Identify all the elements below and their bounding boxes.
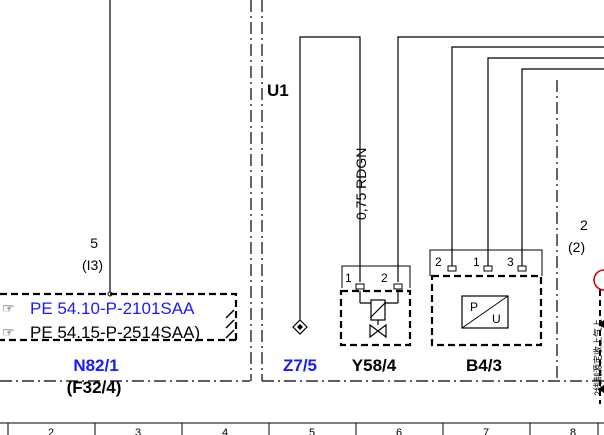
module-name-link[interactable]: N82/1 bbox=[73, 356, 118, 375]
sensor-symbol-top: P bbox=[470, 300, 478, 314]
grid-column-8: 8 bbox=[570, 427, 576, 435]
wire-label: 0,75 RDGN bbox=[353, 148, 369, 220]
connector-diamond-inner bbox=[297, 324, 303, 330]
grid-column-7: 7 bbox=[483, 427, 489, 435]
grid-column-3: 3 bbox=[135, 427, 141, 435]
valve-pin-terminal-2 bbox=[393, 283, 403, 290]
module-box-hatch bbox=[225, 309, 235, 339]
sensor-pin-terminal-2 bbox=[447, 265, 457, 272]
wire-valve-pin2 bbox=[397, 36, 604, 282]
area-label: U1 bbox=[267, 81, 289, 100]
sensor-symbol-bottom: U bbox=[492, 312, 501, 326]
pointing-hand-icon: ☞ bbox=[2, 300, 15, 316]
sensor-pin-terminal-1 bbox=[483, 265, 493, 272]
sensor-pin-2: 2 bbox=[435, 255, 442, 269]
valve-box bbox=[339, 289, 412, 347]
wire-sensor-pin3 bbox=[521, 68, 604, 266]
wire-z7-5 bbox=[299, 36, 361, 322]
sensor-box bbox=[430, 274, 543, 347]
module-alt-name: (F32/4) bbox=[67, 378, 122, 397]
wire-sensor-pin2 bbox=[451, 46, 604, 266]
grid-ticks bbox=[7, 423, 599, 435]
connector-name-link[interactable]: Z7/5 bbox=[283, 356, 317, 375]
right-box-edge bbox=[593, 269, 604, 291]
left-pin-number: 5 bbox=[90, 235, 98, 251]
right-pin-number: 2 bbox=[580, 217, 588, 233]
sensor-connector-outline bbox=[429, 249, 543, 276]
pressure-sensor-icon: P U bbox=[461, 295, 509, 329]
solenoid-valve-icon bbox=[359, 291, 399, 339]
arrow-icon bbox=[598, 385, 604, 393]
grid-column-6: 6 bbox=[396, 427, 402, 435]
grid-column-5: 5 bbox=[309, 427, 315, 435]
sensor-pin-3: 3 bbox=[507, 255, 514, 269]
reference-link-2[interactable]: ☞ PE 54.15-P-2514SAA) bbox=[2, 323, 200, 342]
grid-column-4: 4 bbox=[222, 427, 228, 435]
valve-pin-2: 2 bbox=[381, 271, 388, 285]
right-pin-code: (2) bbox=[568, 239, 585, 255]
sensor-pin-terminal-3 bbox=[517, 265, 527, 272]
grid-column-2: 2 bbox=[48, 427, 54, 435]
valve-connector-outline bbox=[341, 265, 411, 288]
reference-link-1[interactable]: ☞ PE 54.10-P-2101SAA bbox=[2, 299, 195, 318]
valve-pin-terminal-1 bbox=[355, 283, 365, 290]
reference-text-2: PE 54.15-P-2514SAA) bbox=[30, 323, 200, 342]
module-box-border bbox=[0, 292, 238, 342]
arrow-icon bbox=[598, 320, 604, 328]
reference-text-1: PE 54.10-P-2101SAA bbox=[30, 299, 195, 318]
left-pin-code: (I3) bbox=[82, 257, 103, 273]
sensor-name: B4/3 bbox=[466, 356, 502, 375]
valve-pin-1: 1 bbox=[345, 271, 352, 285]
wire-sensor-pin1 bbox=[487, 57, 604, 266]
right-vertical-text: 2线制源定收上气上 bbox=[592, 319, 603, 396]
sensor-pin-1: 1 bbox=[473, 255, 480, 269]
valve-name: Y58/4 bbox=[352, 356, 397, 375]
pointing-hand-icon: ☞ bbox=[2, 324, 15, 340]
